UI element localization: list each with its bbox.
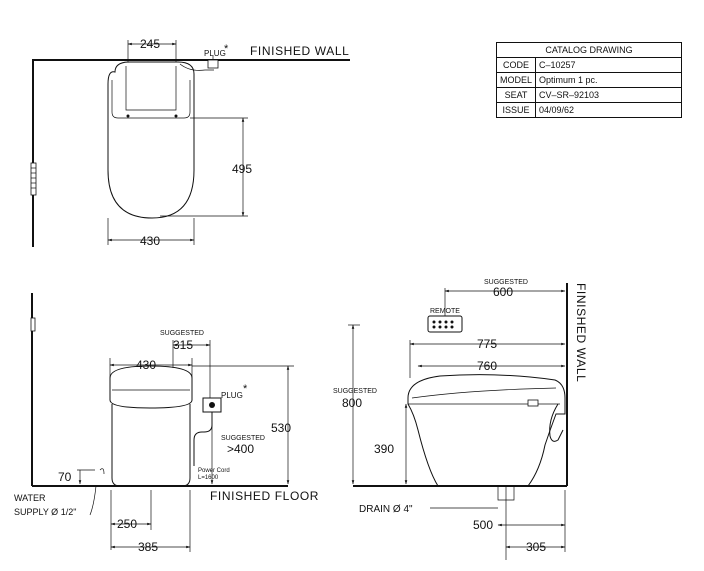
plan-plug-mark: * <box>224 43 229 55</box>
wall-vent-icon <box>30 162 37 196</box>
water-supply-label-1: WATER <box>14 493 46 503</box>
plan-wall-line <box>32 59 350 247</box>
catalog-key: MODEL <box>495 72 537 88</box>
water-supply-label-2: SUPPLY Ø 1/2" <box>14 507 76 517</box>
dim-390: 390 <box>374 442 394 456</box>
catalog-row: ISSUE 04/09/62 <box>495 102 683 118</box>
catalog-row: MODEL Optimum 1 pc. <box>495 72 683 88</box>
dim-245: 245 <box>140 37 160 51</box>
dim-500: 500 <box>473 518 493 532</box>
plan-view <box>30 40 350 247</box>
front-toilet-lid <box>109 365 193 409</box>
catalog-value: 04/09/62 <box>535 102 683 118</box>
finished-floor-label: FINISHED FLOOR <box>210 489 319 503</box>
dim-315: 315 <box>173 338 193 352</box>
dim-800: 800 <box>342 396 362 410</box>
suggested-label-315: SUGGESTED <box>160 330 204 337</box>
dim-385: 385 <box>138 540 158 554</box>
suggested-label-800: SUGGESTED <box>333 388 377 395</box>
remote-icon <box>427 315 463 333</box>
front-view <box>30 293 294 552</box>
catalog-key: CODE <box>495 57 537 73</box>
catalog-header-row: CATALOG DRAWING <box>495 42 683 58</box>
plan-finished-wall-label: FINISHED WALL <box>250 44 349 58</box>
suggested-label-600: SUGGESTED <box>484 279 528 286</box>
dim-305: 305 <box>526 540 546 554</box>
dim-400: >400 <box>227 442 254 456</box>
catalog-value: CV–SR–92103 <box>535 87 683 103</box>
side-finished-wall-label: FINISHED WALL <box>574 283 588 382</box>
catalog-header: CATALOG DRAWING <box>495 42 683 58</box>
side-toilet-profile <box>407 374 566 487</box>
front-plug-label: PLUG <box>221 391 243 400</box>
power-cord-label: Power Cord <box>198 468 230 474</box>
catalog-key: ISSUE <box>495 102 537 118</box>
catalog-value: Optimum 1 pc. <box>535 72 683 88</box>
catalog-key: SEAT <box>495 87 537 103</box>
drain-label: DRAIN Ø 4" <box>359 504 413 515</box>
side-view <box>348 283 568 560</box>
remote-label: REMOTE <box>430 308 460 315</box>
plan-plug-label: PLUG <box>204 49 226 58</box>
dim-430-front: 430 <box>136 358 156 372</box>
plan-plug-icon <box>207 59 219 69</box>
front-plug-mark: * <box>243 383 248 395</box>
dim-775: 775 <box>477 337 497 351</box>
dim-70: 70 <box>58 470 72 484</box>
dim-530: 530 <box>271 421 291 435</box>
power-cord-length: L=1600 <box>198 475 219 481</box>
catalog-row: SEAT CV–SR–92103 <box>495 87 683 103</box>
front-toilet-body <box>111 404 191 487</box>
dim-760: 760 <box>477 359 497 373</box>
dim-250: 250 <box>117 517 137 531</box>
catalog-value: C–10257 <box>535 57 683 73</box>
suggested-label-400: SUGGESTED <box>221 435 265 442</box>
dim-430-plan: 430 <box>140 234 160 248</box>
dim-600: 600 <box>493 285 513 299</box>
dim-495: 495 <box>232 162 252 176</box>
catalog-row: CODE C–10257 <box>495 57 683 73</box>
catalog-table: CATALOG DRAWING CODE C–10257 MODEL Optim… <box>495 42 683 118</box>
plan-toilet-outline <box>107 61 195 219</box>
